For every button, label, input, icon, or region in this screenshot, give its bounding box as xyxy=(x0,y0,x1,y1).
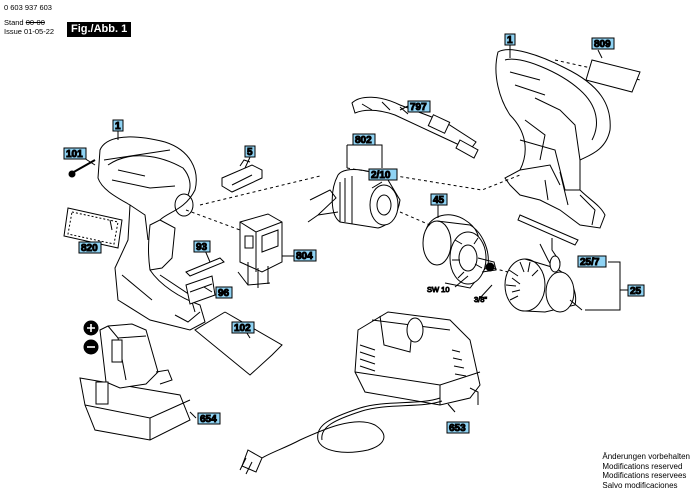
nameplate-820 xyxy=(63,207,123,249)
wire-loop-102 xyxy=(194,311,283,376)
chuck-key-25-7 xyxy=(517,214,579,273)
callout-1-left: 1 xyxy=(112,119,124,133)
svg-text:5: 5 xyxy=(247,147,253,158)
leader-802 xyxy=(346,144,383,168)
svg-text:101: 101 xyxy=(66,149,83,160)
callout-2-10: 2/10 xyxy=(368,168,398,182)
gearbox-45 xyxy=(422,214,497,289)
svg-text:2/10: 2/10 xyxy=(371,170,391,181)
callout-653: 653 xyxy=(446,421,470,435)
svg-text:1: 1 xyxy=(507,35,513,46)
svg-text:45: 45 xyxy=(433,195,445,206)
svg-text:93: 93 xyxy=(196,242,208,253)
callout-797: 797 xyxy=(407,100,431,114)
belt-clip-797 xyxy=(351,96,479,159)
disclaimer-line: Änderungen vorbehalten xyxy=(602,452,690,461)
leader-lines xyxy=(83,45,628,419)
disclaimer-block: Änderungen vorbehalten Modifications res… xyxy=(602,452,690,490)
svg-text:25/7: 25/7 xyxy=(580,257,600,268)
svg-text:802: 802 xyxy=(355,135,372,146)
part-number: 0 603 937 603 xyxy=(4,3,52,12)
svg-text:654: 654 xyxy=(200,414,217,425)
issue-value: 01-05-22 xyxy=(24,27,55,36)
callout-802: 802 xyxy=(352,133,376,147)
callout-25-7: 25/7 xyxy=(577,255,607,269)
housing-half-1 xyxy=(495,49,611,229)
stand-value: 00-00 xyxy=(25,18,45,27)
svg-text:820: 820 xyxy=(81,243,98,254)
decal-809 xyxy=(585,59,641,93)
stand-label: Stand xyxy=(4,18,24,27)
figure-badge: Fig./Abb. 1 xyxy=(67,22,132,37)
issue-label: Issue xyxy=(4,27,22,36)
issue-line: Issue 01-05-22 xyxy=(4,27,54,36)
minus-terminal-icon xyxy=(83,339,99,355)
disclaimer-line: Modifications reservees xyxy=(602,471,687,480)
svg-text:96: 96 xyxy=(218,288,230,299)
svg-text:797: 797 xyxy=(410,102,427,113)
battery-pack-654 xyxy=(79,323,191,441)
svg-text:653: 653 xyxy=(449,423,466,434)
callout-102: 102 xyxy=(231,321,255,335)
svg-text:804: 804 xyxy=(296,251,313,262)
motor-802 xyxy=(307,169,401,229)
svg-text:809: 809 xyxy=(594,39,611,50)
stand-line: Stand 00-00 xyxy=(4,18,45,27)
chuck-25 xyxy=(504,258,583,313)
callout-93: 93 xyxy=(193,240,211,254)
switch-804 xyxy=(237,213,283,288)
callout-45: 45 xyxy=(430,193,448,207)
disclaimer-line: Salvo modificaciones xyxy=(602,480,678,490)
callout-25: 25 xyxy=(627,284,645,298)
part-5-clip xyxy=(221,159,263,193)
callout-809: 809 xyxy=(591,37,615,51)
part-96-brush xyxy=(185,275,216,305)
callout-1-right: 1 xyxy=(504,33,516,47)
battery-charger-653 xyxy=(354,311,481,406)
plus-terminal-icon xyxy=(83,320,99,336)
svg-text:25: 25 xyxy=(630,286,642,297)
charger-cord xyxy=(261,397,443,459)
thread-size-annotation: 3/8" xyxy=(474,295,487,304)
callout-654: 654 xyxy=(197,412,221,426)
part-93-spring xyxy=(185,257,225,277)
wrench-size-annotation: SW 10 xyxy=(427,285,450,294)
power-plug-icon xyxy=(239,449,263,475)
disclaimer-line: Modifications reserved xyxy=(602,461,683,471)
callout-96: 96 xyxy=(215,286,233,300)
callout-101: 101 xyxy=(63,147,87,161)
svg-text:1: 1 xyxy=(115,121,121,132)
callout-804: 804 xyxy=(293,249,317,263)
callout-5: 5 xyxy=(244,145,256,159)
callout-820: 820 xyxy=(78,241,102,255)
svg-text:102: 102 xyxy=(234,323,251,334)
